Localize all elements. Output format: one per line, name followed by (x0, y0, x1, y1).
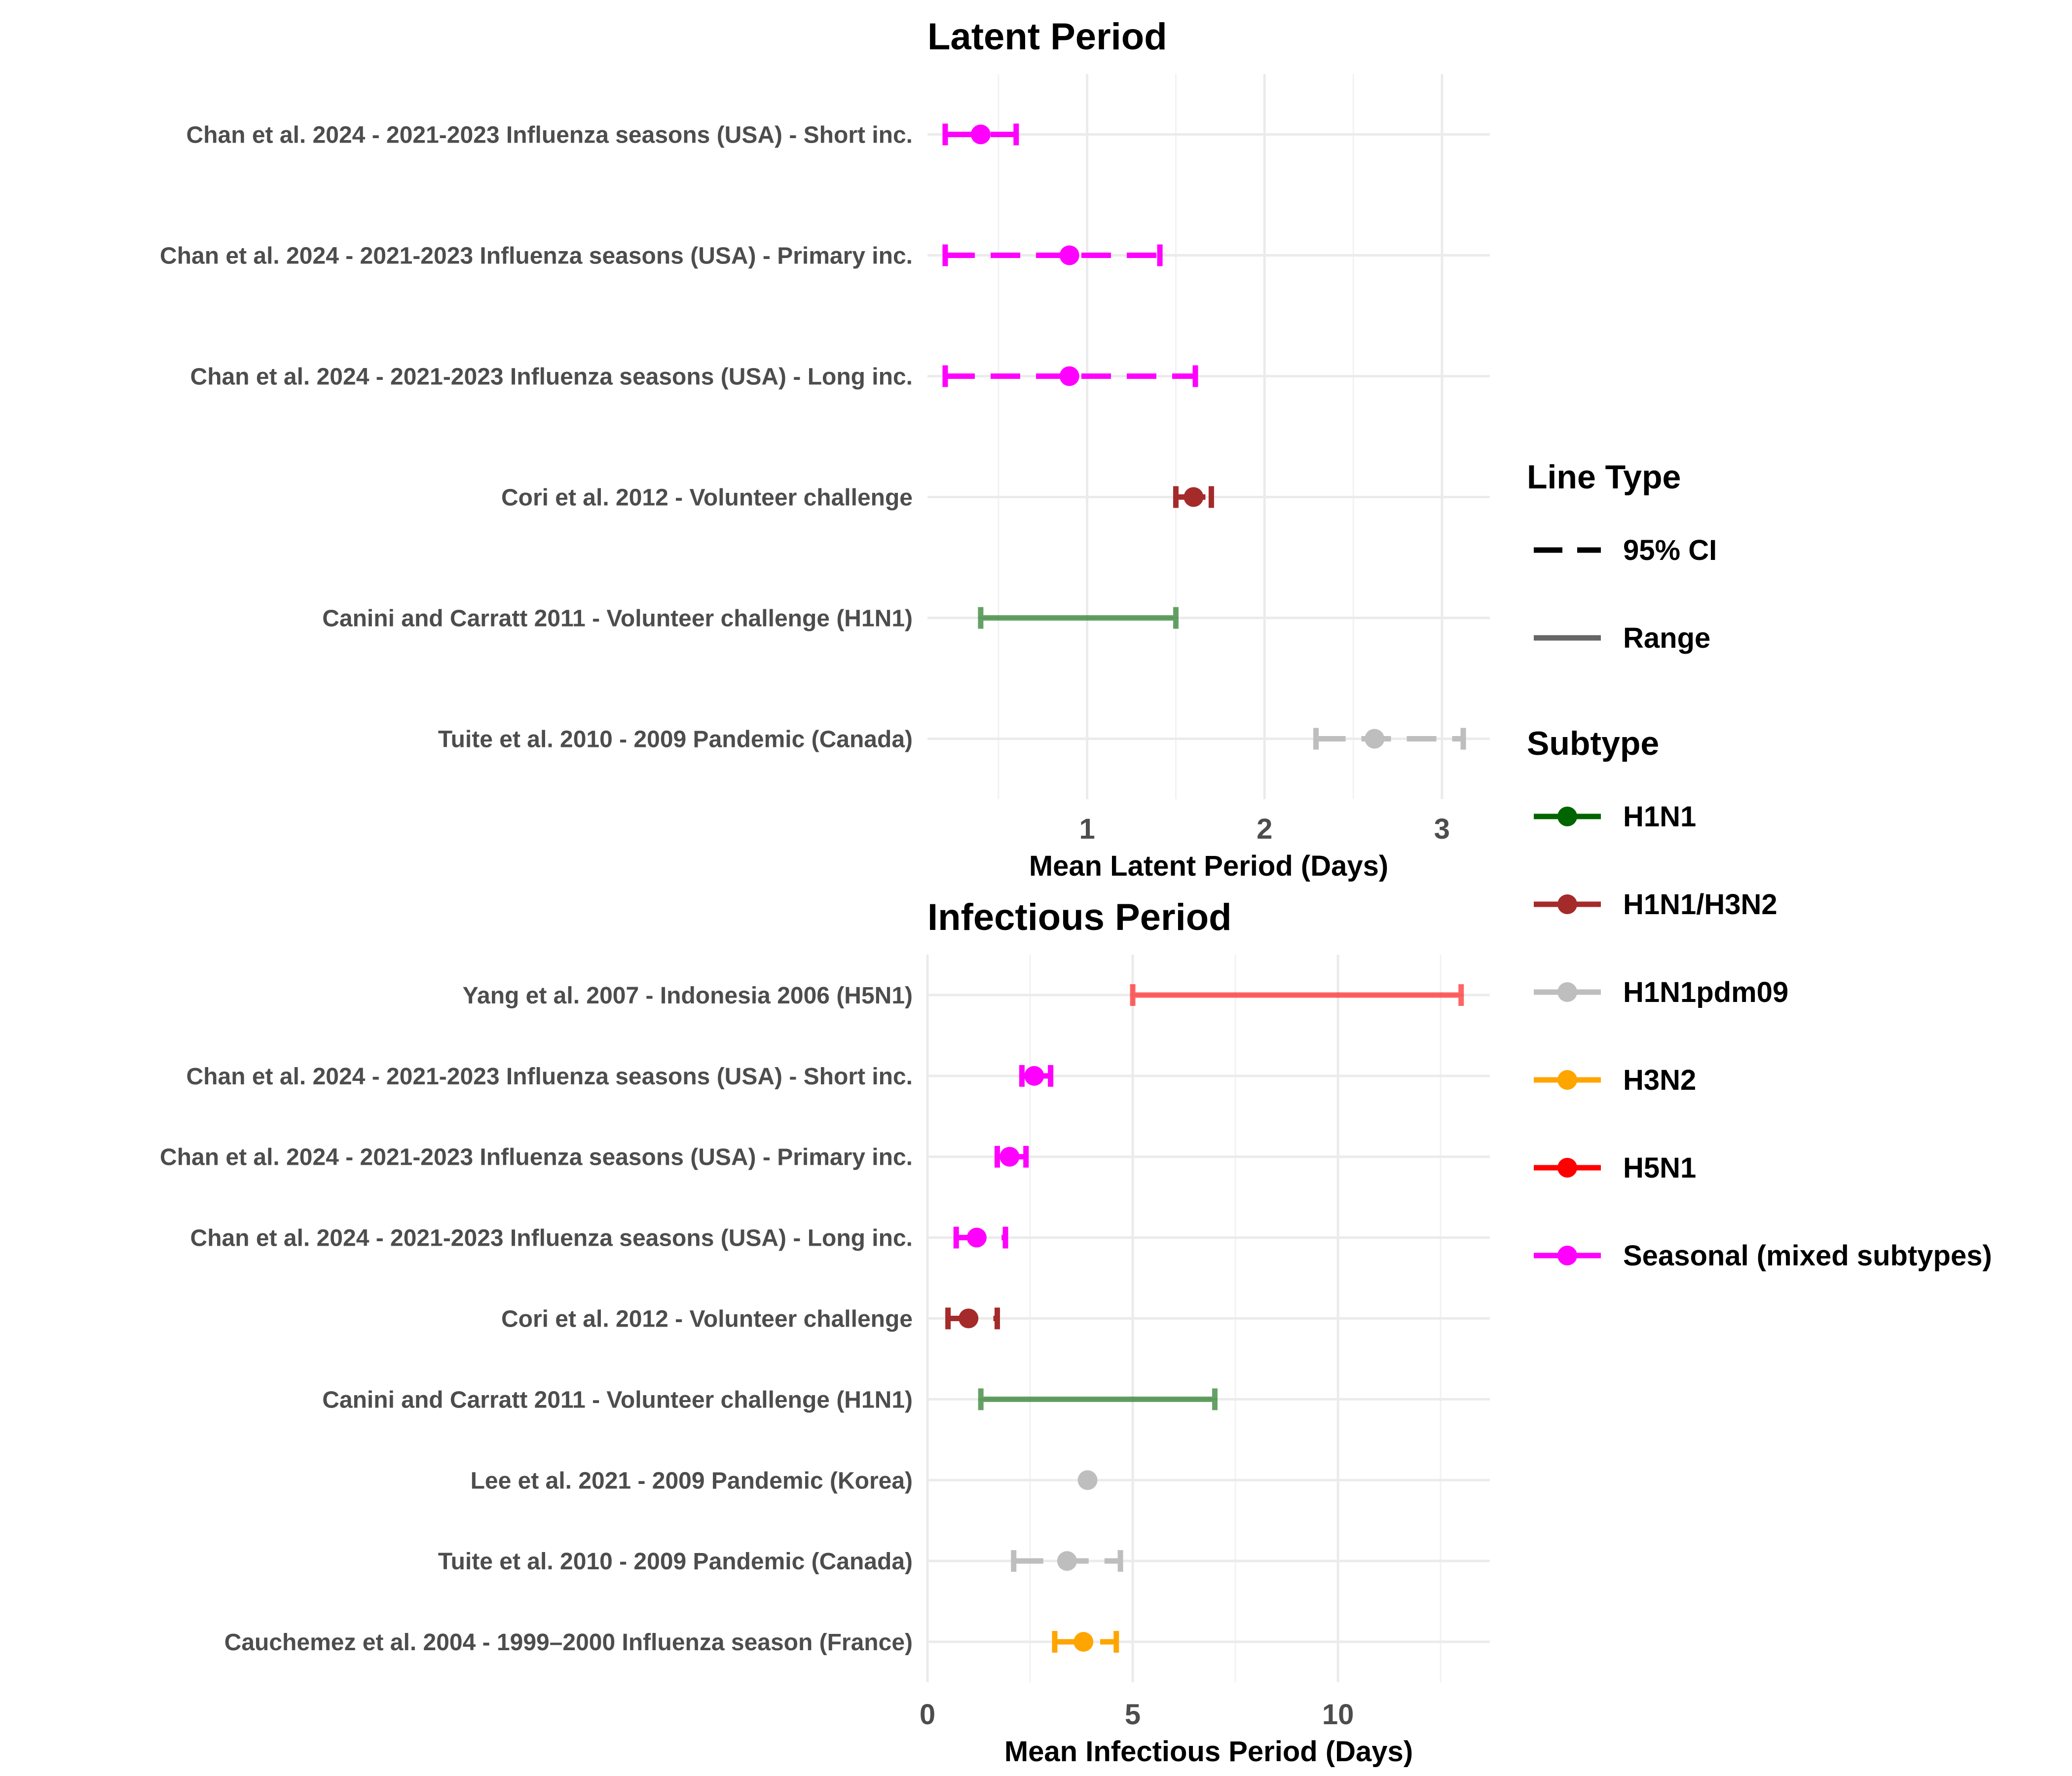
study-label: Chan et al. 2024 - 2021-2023 Influenza s… (186, 1064, 913, 1090)
legend-key-point (1557, 982, 1577, 1002)
study-label: Chan et al. 2024 - 2021-2023 Influenza s… (190, 1225, 913, 1252)
study-label: Chan et al. 2024 - 2021-2023 Influenza s… (160, 243, 913, 269)
panel-title: Latent Period (927, 16, 1167, 58)
legend-label: H3N2 (1623, 1064, 1696, 1096)
error-bar (978, 1388, 1218, 1410)
legend-label: Seasonal (mixed subtypes) (1623, 1240, 1992, 1272)
study-label: Tuite et al. 2010 - 2009 Pandemic (Canad… (438, 727, 913, 753)
mean-point (1059, 366, 1079, 386)
error-bar (1077, 1470, 1098, 1490)
study-label: Chan et al. 2024 - 2021-2023 Influenza s… (160, 1145, 913, 1171)
mean-point (1184, 487, 1204, 507)
legend-label: H5N1 (1623, 1152, 1696, 1184)
error-bar (994, 1146, 1029, 1168)
error-bar (1011, 1550, 1123, 1572)
legend-label: H1N1/H3N2 (1623, 888, 1777, 921)
mean-point (1024, 1066, 1044, 1086)
mean-point (1057, 1551, 1077, 1571)
study-label: Lee et al. 2021 - 2009 Pandemic (Korea) (471, 1468, 913, 1494)
x-tick-label: 3 (1434, 813, 1450, 845)
x-tick-label: 2 (1257, 813, 1272, 845)
legend-key-point (1557, 1070, 1577, 1090)
error-bar (1130, 984, 1464, 1006)
mean-point (959, 1308, 979, 1329)
study-label: Canini and Carratt 2011 - Volunteer chal… (322, 606, 913, 632)
error-bar (945, 1307, 1000, 1330)
mean-point (966, 1227, 987, 1248)
error-bar (942, 365, 1198, 387)
mean-point (1073, 1632, 1094, 1652)
study-label: Canini and Carratt 2011 - Volunteer chal… (322, 1387, 913, 1413)
error-bar (942, 244, 1163, 266)
x-tick-label: 0 (920, 1699, 935, 1731)
panel-title: Infectious Period (927, 896, 1232, 938)
legend-label: H1N1pdm09 (1623, 976, 1788, 1008)
legend-key-point (1557, 894, 1577, 914)
mean-point (970, 124, 991, 145)
error-bar (1173, 486, 1214, 508)
error-bar (978, 607, 1179, 629)
error-bar (1313, 728, 1466, 750)
legend-title-subtype: Subtype (1527, 725, 1659, 762)
study-label: Yang et al. 2007 - Indonesia 2006 (H5N1) (463, 983, 913, 1009)
error-bar (1019, 1065, 1054, 1087)
mean-point (1077, 1470, 1098, 1490)
mean-point (1365, 729, 1385, 749)
legend-label: Range (1623, 622, 1710, 654)
legend: Line Type 95% CI RangeSubtypeH1N1H1N1/H3N2… (1527, 458, 1992, 1272)
mean-point (1059, 245, 1079, 265)
legend-label: 95% CI (1623, 534, 1717, 566)
study-label: Cori et al. 2012 - Volunteer challenge (501, 485, 913, 511)
study-label: Tuite et al. 2010 - 2009 Pandemic (Canad… (438, 1549, 913, 1575)
legend-key-point (1557, 1246, 1577, 1265)
legend-key-point (1557, 1158, 1577, 1178)
x-tick-label: 10 (1322, 1699, 1354, 1731)
x-tick-label: 1 (1079, 813, 1095, 845)
error-bar (1052, 1631, 1119, 1653)
study-label: Chan et al. 2024 - 2021-2023 Influenza s… (190, 364, 913, 390)
x-axis-title: Mean Latent Period (Days) (1029, 850, 1388, 882)
study-label: Cauchemez et al. 2004 - 1999–2000 Influe… (224, 1629, 913, 1656)
legend-title-line-type: Line Type (1527, 458, 1681, 496)
x-axis-title: Mean Infectious Period (Days) (1004, 1736, 1413, 1768)
legend-key-point (1557, 807, 1577, 826)
x-tick-label: 5 (1125, 1699, 1141, 1731)
study-label: Cori et al. 2012 - Volunteer challenge (501, 1306, 913, 1332)
study-label: Chan et al. 2024 - 2021-2023 Influenza s… (186, 122, 913, 148)
error-bar (942, 123, 1019, 146)
error-bar (953, 1226, 1008, 1249)
legend-label: H1N1 (1623, 801, 1696, 833)
mean-point (999, 1147, 1020, 1167)
